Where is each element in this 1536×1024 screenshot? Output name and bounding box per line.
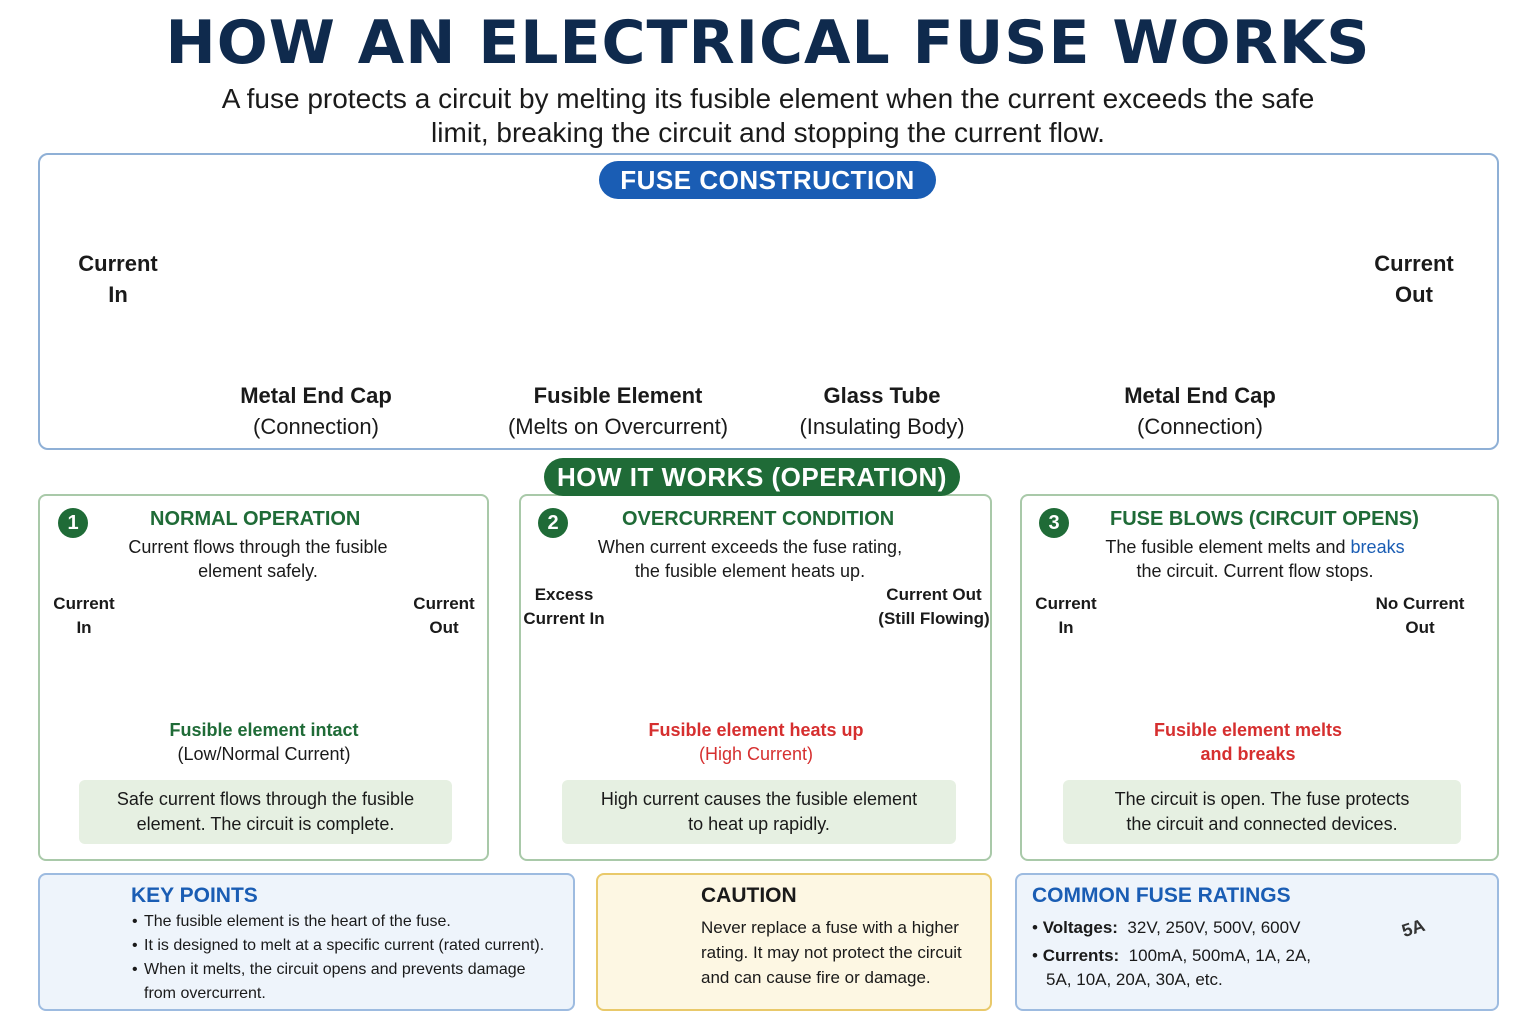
step2-out-label: Current Out(Still Flowing) bbox=[878, 585, 990, 628]
step-number-2: 2 bbox=[538, 508, 568, 538]
ratings-title: COMMON FUSE RATINGS bbox=[1032, 884, 1291, 907]
page-title: HOW AN ELECTRICAL FUSE WORKS bbox=[165, 8, 1371, 78]
caution-box bbox=[596, 873, 992, 1011]
page-subtitle: A fuse protects a circuit by melting its… bbox=[221, 83, 1315, 148]
label-fusible-element: Fusible Element(Melts on Overcurrent) bbox=[507, 383, 729, 439]
ratings-currents-2: 5A, 10A, 20A, 30A, etc. bbox=[1046, 970, 1223, 989]
step-number-1: 1 bbox=[58, 508, 88, 538]
label-end-cap-left: Metal End Cap(Connection) bbox=[240, 383, 392, 439]
caution-title: CAUTION bbox=[701, 884, 797, 907]
operation-heading: HOW IT WORKS (OPERATION) bbox=[544, 458, 960, 496]
construction-heading: FUSE CONSTRUCTION bbox=[599, 161, 936, 199]
step-title-3: FUSE BLOWS (CIRCUIT OPENS) bbox=[1110, 508, 1419, 530]
list-item: The fusible element is the heart of the … bbox=[132, 910, 572, 934]
label-glass-tube: Glass Tube(Insulating Body) bbox=[799, 383, 965, 439]
step-desc-2: When current exceeds the fuse rating,the… bbox=[597, 537, 903, 581]
list-item-continuation: from overcurrent. bbox=[144, 985, 266, 1002]
label-end-cap-right: Metal End Cap(Connection) bbox=[1124, 383, 1276, 439]
step-title-2: OVERCURRENT CONDITION bbox=[622, 508, 895, 530]
list-item: When it melts, the circuit opens and pre… bbox=[132, 958, 572, 982]
step-number-3: 3 bbox=[1039, 508, 1069, 538]
step-desc-3: The fusible element melts and breaks the… bbox=[1105, 537, 1405, 581]
ratings-currents: • Currents: 100mA, 500mA, 1A, 2A, bbox=[1032, 946, 1312, 965]
step1-status: Fusible element intact(Low/Normal Curren… bbox=[169, 720, 359, 764]
key-points-title: KEY POINTS bbox=[131, 884, 258, 907]
ratings-box bbox=[1015, 873, 1499, 1011]
key-points-list: The fusible element is the heart of the … bbox=[132, 910, 572, 982]
ratings-voltages: • Voltages: 32V, 250V, 500V, 600V bbox=[1032, 918, 1301, 937]
step2-status: Fusible element heats up(High Current) bbox=[648, 720, 864, 764]
construction-panel bbox=[38, 153, 1499, 450]
step-title-1: NORMAL OPERATION bbox=[150, 508, 361, 530]
list-item: It is designed to melt at a specific cur… bbox=[132, 934, 572, 958]
